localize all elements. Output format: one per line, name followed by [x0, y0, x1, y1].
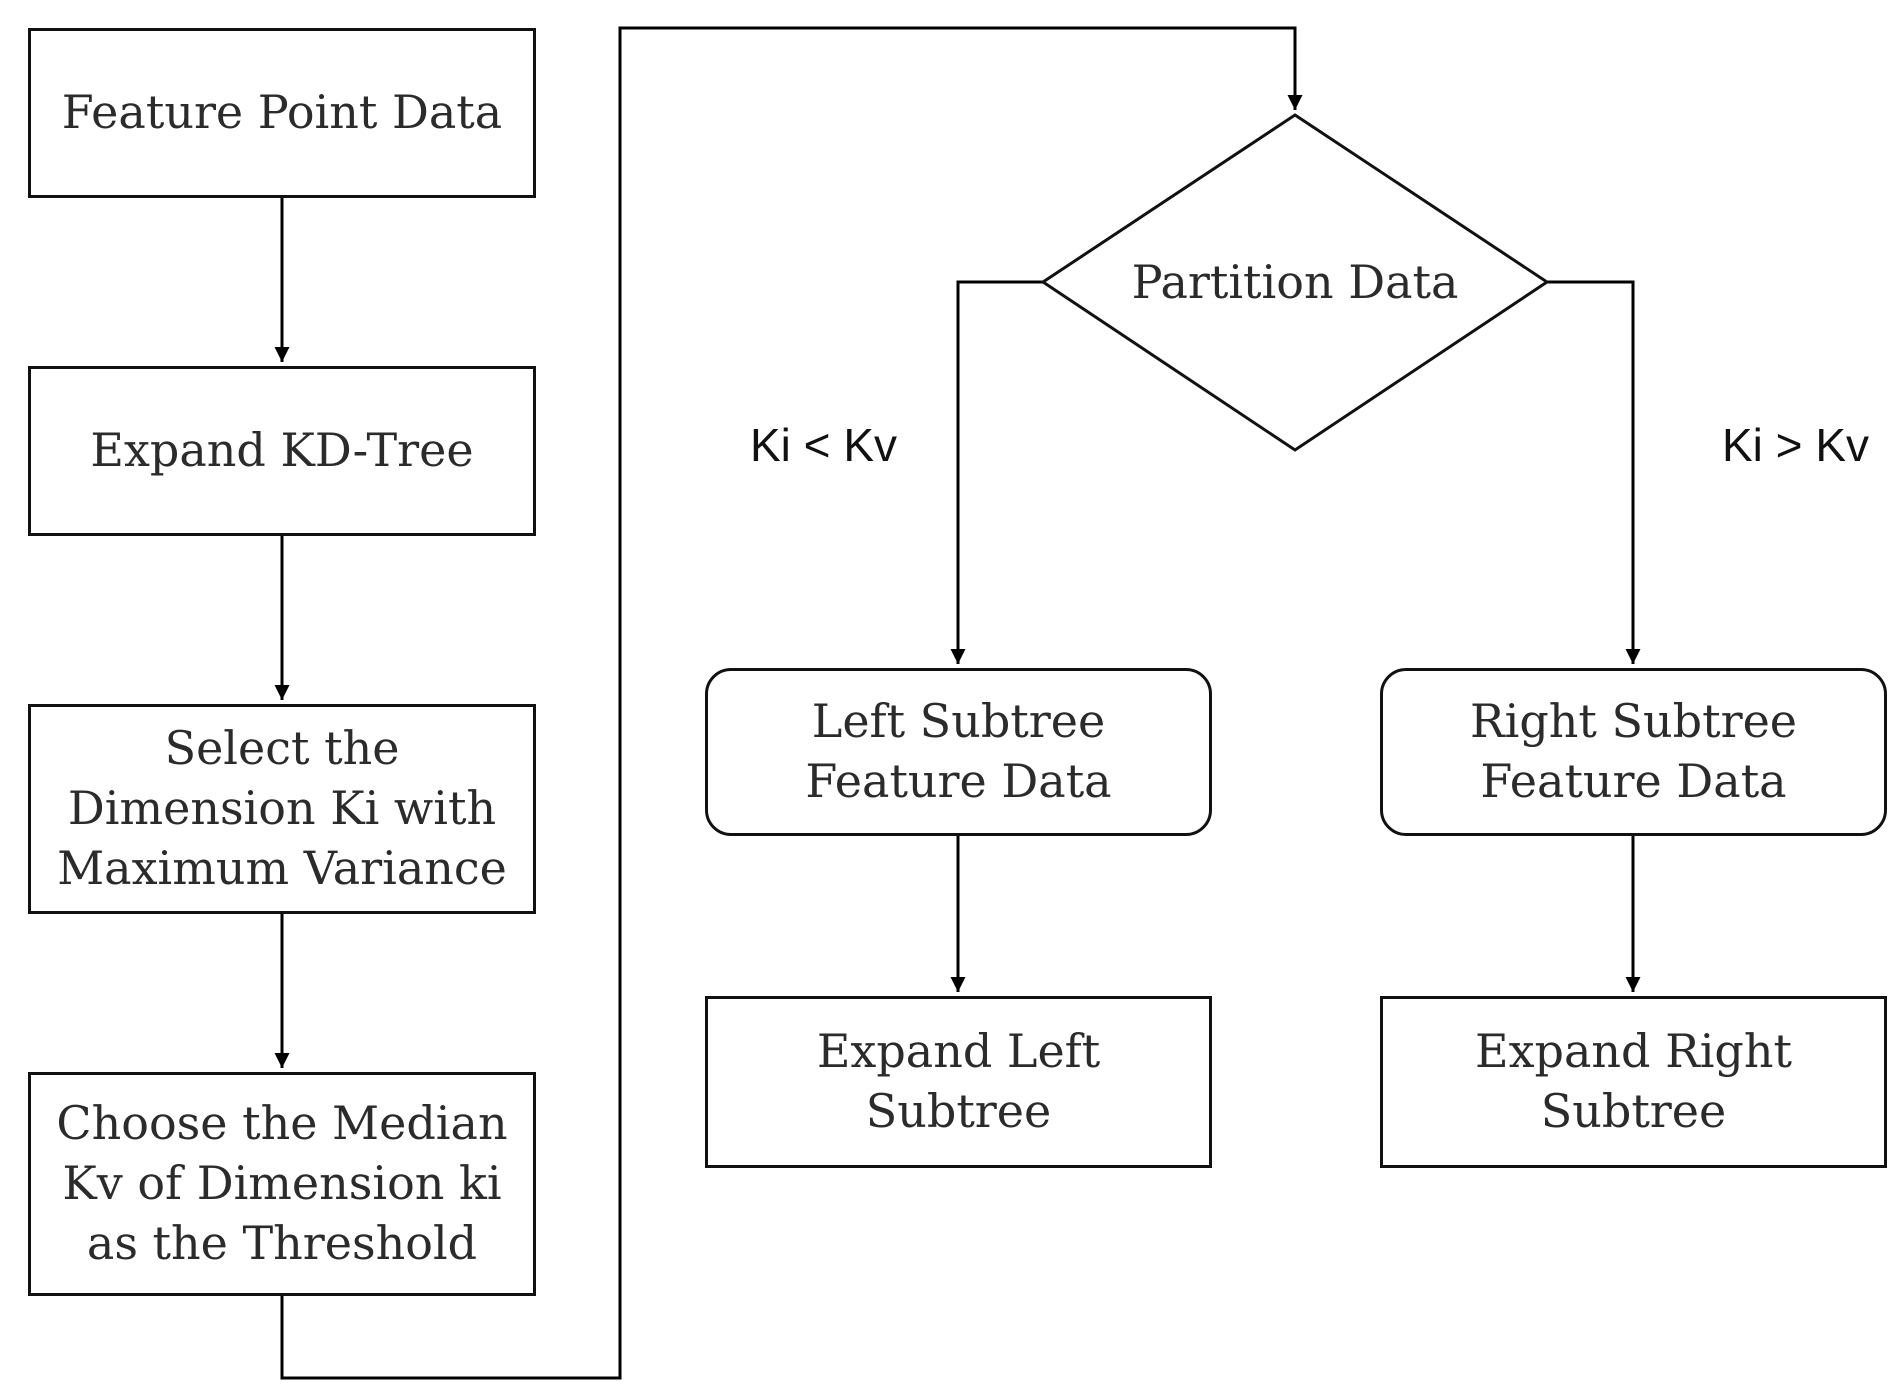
- expand-left-subtree-box: Expand Left Subtree: [705, 996, 1212, 1168]
- select-dimension-box: Select the Dimension Ki with Maximum Var…: [28, 704, 536, 914]
- partition-data-label: Partition Data: [1131, 255, 1459, 309]
- choose-median-box: Choose the Median Kv of Dimension ki as …: [28, 1072, 536, 1296]
- feature-point-data-box: Feature Point Data: [28, 28, 536, 198]
- expand-kd-tree-box: Expand KD-Tree: [28, 366, 536, 536]
- right-subtree-data-box: Right Subtree Feature Data: [1380, 668, 1887, 836]
- left-condition-label: Ki < Kv: [750, 419, 898, 471]
- arrow-partition-to-left: [950, 280, 1043, 664]
- expand-right-subtree-box: Expand Right Subtree: [1380, 996, 1887, 1168]
- right-condition-label: Ki > Kv: [1722, 419, 1870, 471]
- arrow-partition-to-right: [1547, 280, 1641, 664]
- arrow-choose-to-partition: [280, 26, 1303, 1380]
- left-subtree-data-box: Left Subtree Feature Data: [705, 668, 1212, 836]
- partition-decision-diamond: [1040, 113, 1550, 452]
